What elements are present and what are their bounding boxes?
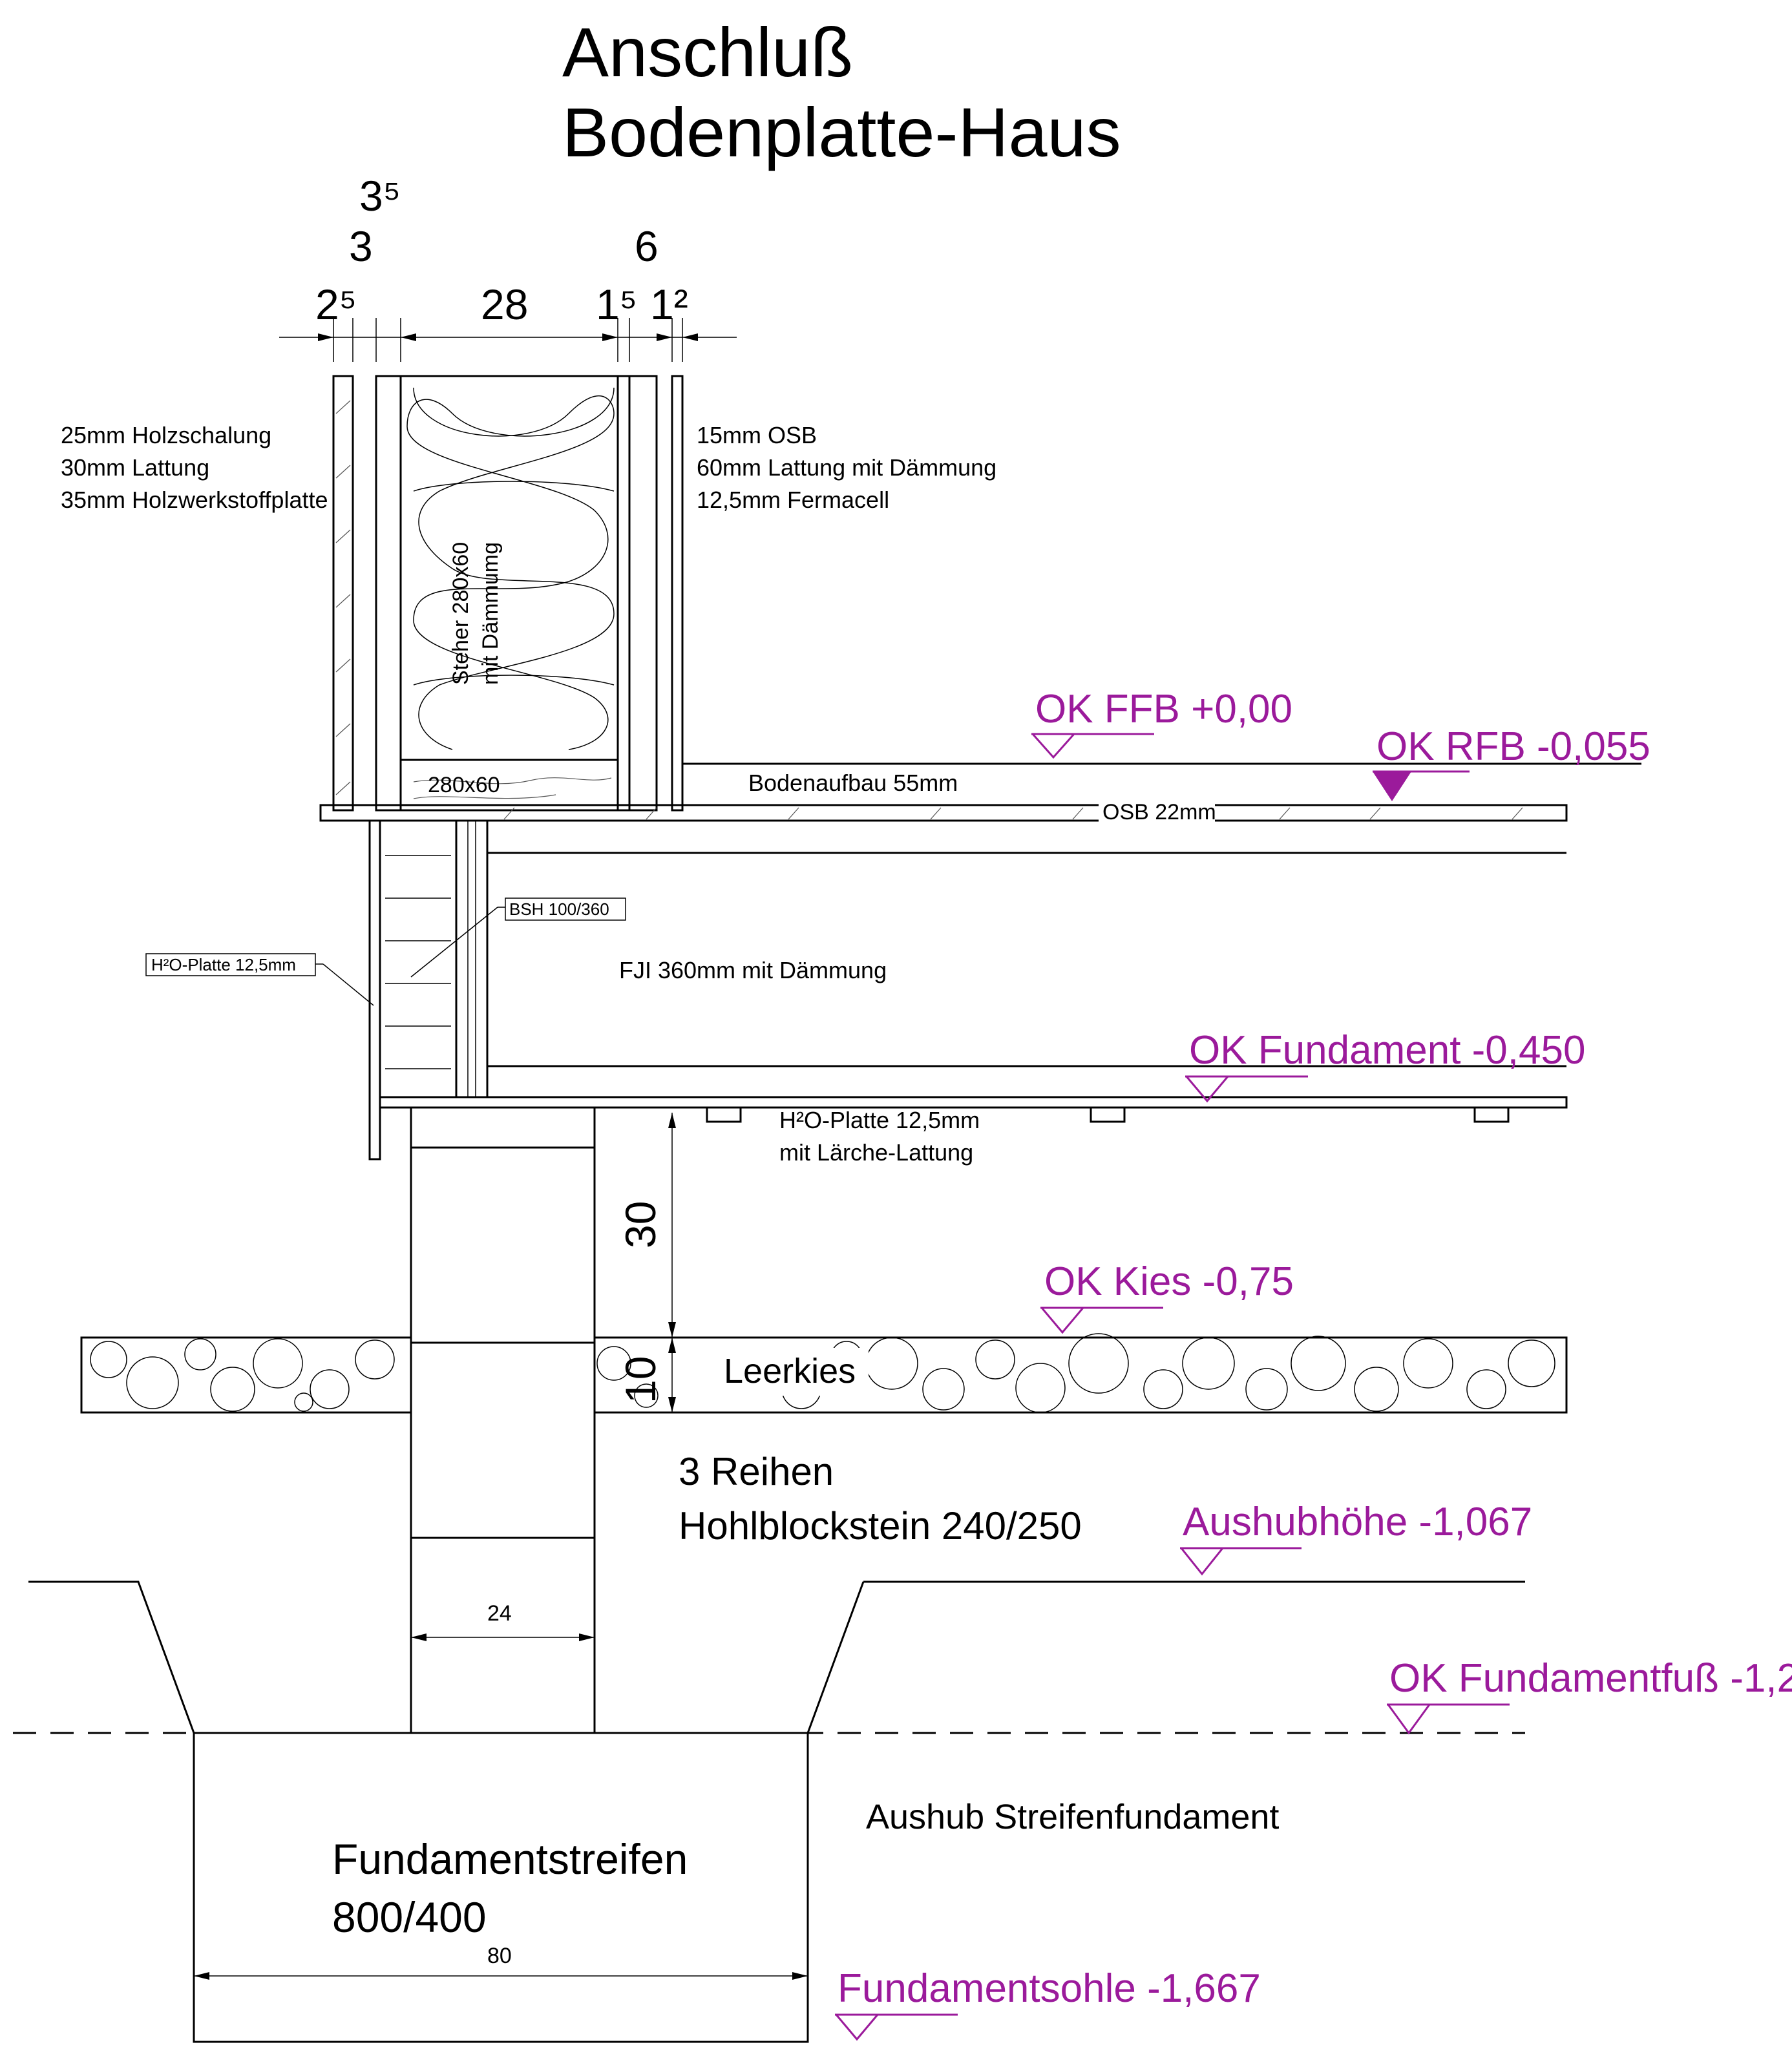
- edge-beam: BSH 100/360 H²O-Platte 12,5mm FJI 360mm …: [145, 819, 1568, 1166]
- outer-layer-1: 25mm Holzschalung: [61, 422, 271, 448]
- inner-layer-3: 12,5mm Fermacell: [697, 487, 889, 513]
- inner-layer-2: 60mm Lattung mit Dämmung: [697, 454, 996, 481]
- bottom-board-label-2: mit Lärche-Lattung: [779, 1139, 973, 1166]
- dim-2-5: 2⁵: [315, 280, 357, 328]
- stud-label-1: Steher 280x60: [448, 542, 473, 685]
- footing-label-1: Fundamentstreifen: [332, 1835, 688, 1883]
- level-fundamentsohle-label: Fundamentsohle -1,667: [838, 1966, 1261, 2011]
- gravel-layer: Leerkies: [80, 1333, 1568, 1414]
- outer-layer-3: 35mm Holzwerkstoffplatte: [61, 487, 328, 513]
- footing-width-label: 80: [487, 1944, 512, 1968]
- level-aushubhoehe: Aushubhöhe -1,067: [1180, 1500, 1532, 1576]
- dim-3-5: 3⁵: [359, 172, 401, 220]
- dim-28: 28: [481, 280, 528, 328]
- footing-label-2: 800/400: [332, 1893, 487, 1941]
- excavation-profile: Aushub Streifenfundament: [13, 1580, 1525, 1836]
- level-aushubhoehe-label: Aushubhöhe -1,067: [1183, 1500, 1532, 1544]
- footing: Fundamentstreifen 800/400 80: [193, 1732, 809, 2043]
- dim-6: 6: [635, 222, 659, 270]
- level-ok-kies-label: OK Kies -0,75: [1044, 1259, 1294, 1304]
- level-fundamentsohle: Fundamentsohle -1,667: [835, 1966, 1261, 2041]
- level-ok-rfb-label: OK RFB -0,055: [1376, 724, 1650, 769]
- h2o-side-label: H²O-Platte 12,5mm: [151, 955, 296, 974]
- wall-section: 280x60 Steher 280x60 mit Dämmumg: [332, 375, 684, 812]
- block-wall: 24 3 Reihen Hohlblockstein 240/250: [410, 1106, 1082, 1734]
- excavation-label: Aushub Streifenfundament: [866, 1798, 1279, 1836]
- fji-label: FJI 360mm mit Dämmung: [619, 957, 887, 983]
- outer-layer-2: 30mm Lattung: [61, 454, 209, 481]
- blocks-label-2: Hohlblockstein 240/250: [679, 1504, 1082, 1548]
- floor-build-up-label: Bodenaufbau 55mm: [748, 770, 958, 796]
- top-dimensions: 3⁵ 3 6 2⁵ 28 1⁵ 1²: [279, 172, 737, 362]
- block-width-label: 24: [487, 1601, 512, 1626]
- dim-3: 3: [349, 222, 373, 270]
- level-ok-ffb-label: OK FFB +0,00: [1035, 687, 1292, 731]
- bottom-board-label-1: H²O-Platte 12,5mm: [779, 1107, 980, 1133]
- dim-10: 10: [617, 1356, 664, 1403]
- blocks-label-1: 3 Reihen: [679, 1450, 834, 1493]
- dim-1-2: 1²: [650, 280, 688, 328]
- gravel-label: Leerkies: [724, 1352, 856, 1391]
- stud-label-2: mit Dämmumg: [478, 542, 503, 685]
- level-ok-kies: OK Kies -0,75: [1040, 1259, 1294, 1334]
- level-ok-rfb: OK RFB -0,055: [1373, 724, 1650, 801]
- level-ok-fundament-label: OK Fundament -0,450: [1189, 1028, 1585, 1073]
- osb-label: OSB 22mm: [1102, 800, 1216, 824]
- level-ok-ffb: OK FFB +0,00: [1031, 687, 1292, 759]
- level-ok-fundament: OK Fundament -0,450: [1185, 1028, 1585, 1103]
- gap-dimensions: 30 10: [617, 1113, 682, 1412]
- level-ok-fundamentfuss-label: OK Fundamentfuß -1,267: [1389, 1656, 1792, 1701]
- title-line-1: Anschluß: [562, 13, 853, 91]
- sill-label: 280x60: [428, 773, 500, 797]
- title-line-2: Bodenplatte-Haus: [562, 93, 1121, 171]
- level-ok-fundamentfuss: OK Fundamentfuß -1,267: [1387, 1656, 1792, 1735]
- dim-1-5: 1⁵: [596, 280, 637, 328]
- bsh-label: BSH 100/360: [509, 899, 609, 919]
- floor-build-up: Bodenaufbau 55mm OSB 22mm: [319, 762, 1641, 1067]
- inner-layer-1: 15mm OSB: [697, 422, 817, 448]
- dim-30: 30: [617, 1201, 664, 1248]
